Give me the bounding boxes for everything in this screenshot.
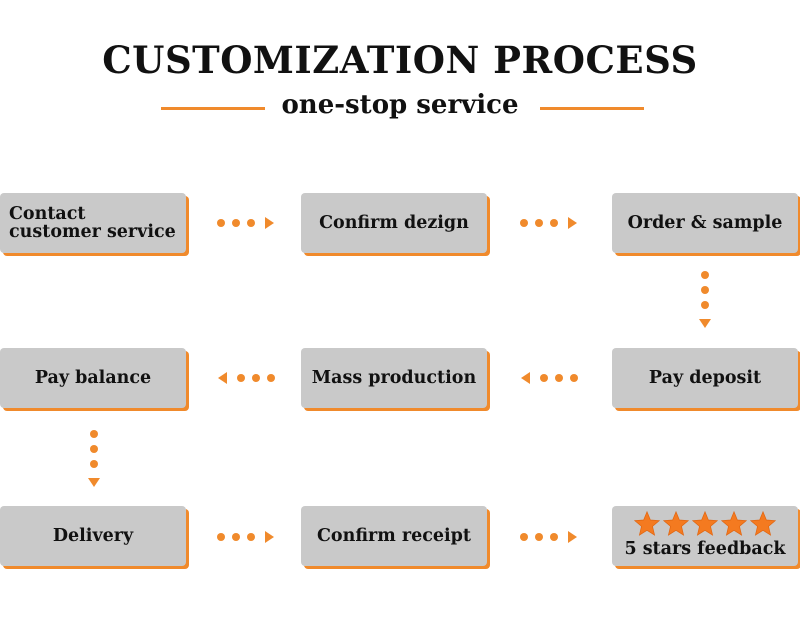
dotted-arrow-icon [519,370,579,386]
step-label: Confirm receipt [317,525,471,546]
step-label: Pay deposit [648,367,762,388]
star-rating [633,510,777,538]
step-label: 5 stars feedback [624,538,786,559]
star-icon [691,510,719,538]
dotted-arrow-icon [519,529,579,545]
star-icon [633,510,661,538]
dotted-arrow-icon [216,215,276,231]
step-pay-deposit: Pay deposit [612,348,798,408]
star-icon [662,510,690,538]
step-pay-balance: Pay balance [0,348,186,408]
subtitle-divider-right [540,107,644,110]
step-label: Order & sample [627,212,783,233]
subtitle-row: one-stop service [0,88,800,128]
step-label: Contact customer service [9,203,176,242]
dotted-arrow-icon [216,370,276,386]
step-mass-production: Mass production [301,348,487,408]
subtitle-divider-left [161,107,265,110]
step-five-stars-feedback: 5 stars feedback [612,506,798,566]
step-delivery: Delivery [0,506,186,566]
star-icon [749,510,777,538]
dotted-arrow-icon [697,270,713,330]
star-icon [720,510,748,538]
dotted-arrow-icon [216,529,276,545]
step-confirm-receipt: Confirm receipt [301,506,487,566]
step-label: Mass production [311,367,477,388]
step-label: Pay balance [34,367,152,388]
dotted-arrow-icon [519,215,579,231]
step-order-and-sample: Order & sample [612,193,798,253]
subtitle: one-stop service [281,90,519,120]
page-title: CUSTOMIZATION PROCESS [102,38,698,82]
step-label: Confirm dezign [319,212,469,233]
step-confirm-dezign: Confirm dezign [301,193,487,253]
step-label: Delivery [52,525,134,546]
step-contact-customer-service: Contact customer service [0,193,186,253]
dotted-arrow-icon [86,429,102,489]
